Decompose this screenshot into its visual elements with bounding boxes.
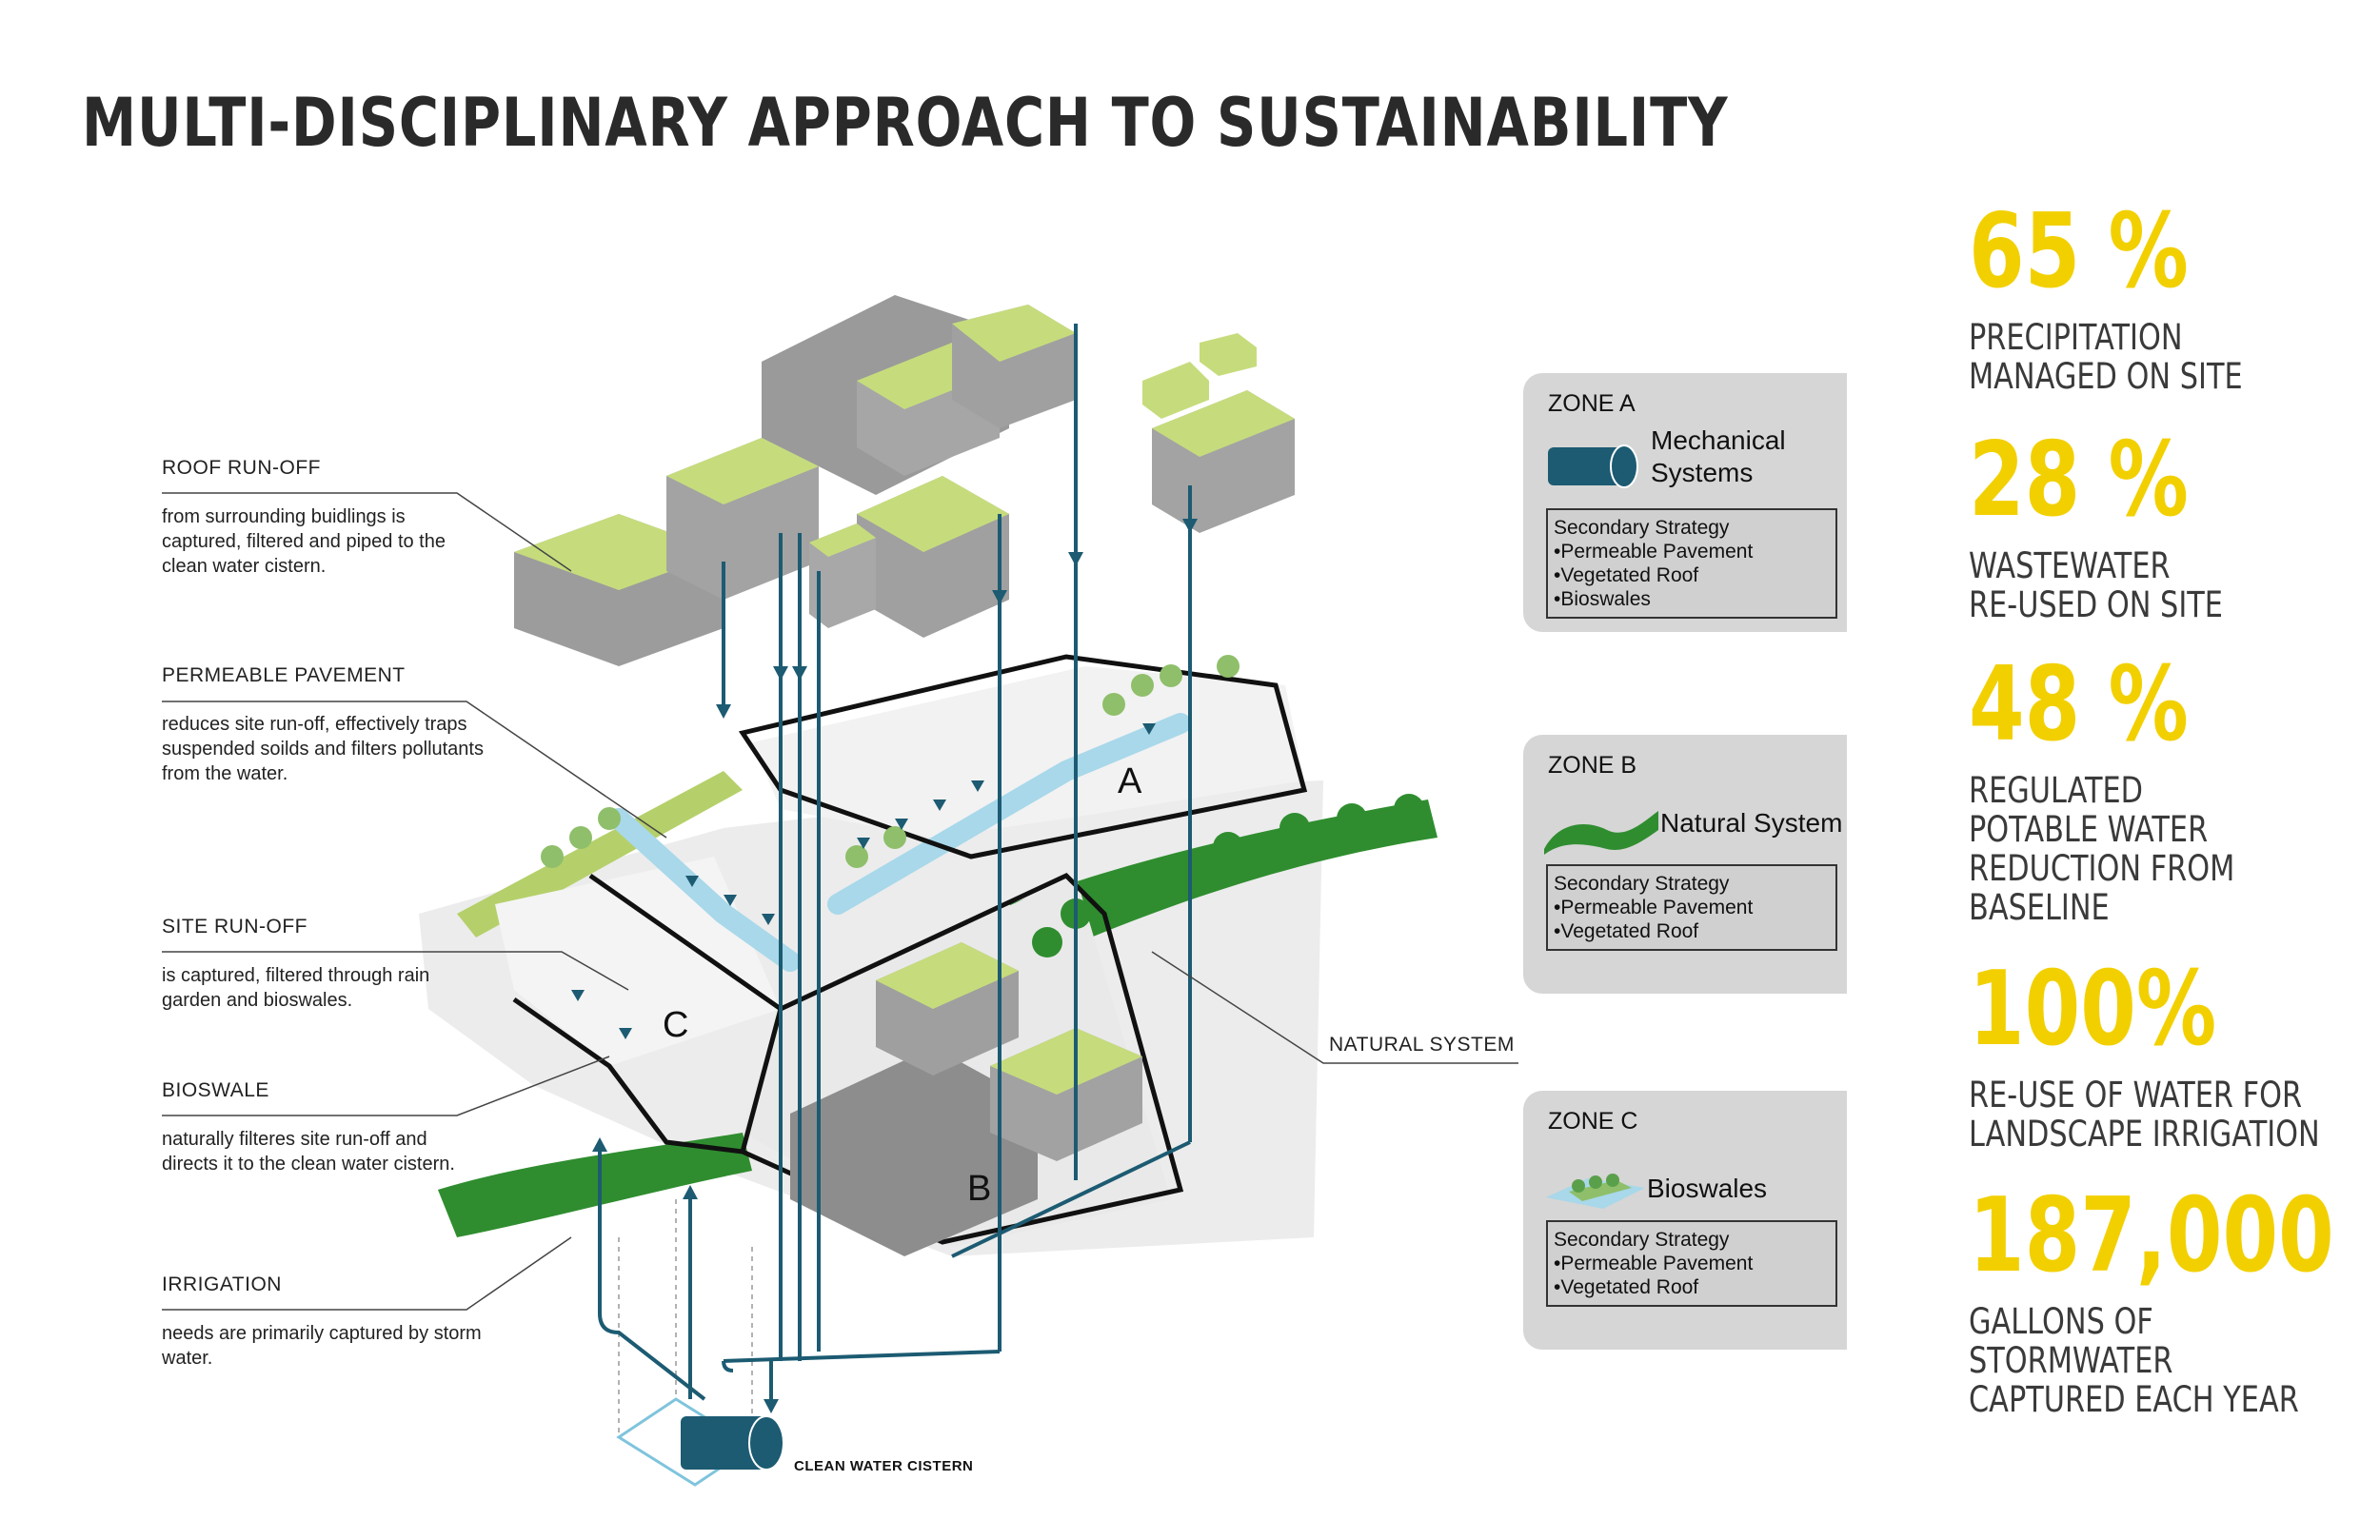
- strategy-item: Vegetated Roof: [1554, 1275, 1830, 1299]
- strategy-title: Secondary Strategy: [1554, 517, 1730, 539]
- annotation-body: reduces site run-off, effectively traps …: [162, 714, 484, 784]
- building-grey-lower: [790, 1047, 1038, 1256]
- flow-arrows: [571, 723, 1156, 1039]
- stat-label-line: RE-USE OF WATER FOR: [1969, 1075, 2303, 1116]
- stat-label: PRECIPITATION MANAGED ON SITE: [1969, 318, 2243, 396]
- stat-value: 65 %: [1969, 192, 2189, 311]
- zone-system: Mechanical Systems: [1651, 425, 1786, 487]
- bioswale-icon: [1546, 1174, 1645, 1209]
- stat-label-line: CAPTURED EACH YEAR: [1969, 1379, 2299, 1420]
- stat-label-line: REGULATED: [1969, 770, 2144, 811]
- zone-letter-a: A: [1118, 761, 1142, 801]
- trees-dark: [1032, 794, 1424, 958]
- stat-label-line: LANDSCAPE IRRIGATION: [1969, 1114, 2320, 1155]
- stat-label: REGULATED POTABLE WATER REDUCTION FROM B…: [1969, 771, 2234, 927]
- page-title: MULTI-DISCIPLINARY APPROACH TO SUSTAINAB…: [82, 84, 1729, 162]
- zone-card-a: ZONE A Mechanical Systems Secondary Stra…: [1523, 373, 1847, 632]
- annotation-body: is captured, filtered through rain garde…: [162, 965, 430, 1011]
- stat-label-line: BASELINE: [1969, 887, 2110, 928]
- natural-green-strip-lower: [438, 1133, 752, 1237]
- strategy-item: Vegetated Roof: [1554, 563, 1830, 587]
- stat-value: 28 %: [1969, 421, 2189, 540]
- stat-stormwater: 187,000 GALLONS OF STORMWATER CAPTURED E…: [1969, 1176, 2380, 1420]
- stat-value: 48 %: [1969, 645, 2189, 764]
- stat-wastewater: 28 % WASTEWATER RE-USED ON SITE: [1969, 421, 2279, 625]
- strategy-box: Secondary Strategy Permeable Pavement Ve…: [1546, 1220, 1837, 1307]
- strategy-box: Secondary Strategy Permeable Pavement Ve…: [1546, 864, 1837, 951]
- strategy-box: Secondary Strategy Permeable Pavement Ve…: [1546, 508, 1837, 619]
- strategy-title: Secondary Strategy: [1554, 873, 1730, 895]
- leader-lines: [162, 492, 1518, 1311]
- annotation-heading: BIOSWALE: [162, 1079, 269, 1101]
- green-roof-buildings: [514, 305, 1295, 1161]
- water-channel: [608, 713, 1191, 972]
- zone-system: Bioswales: [1647, 1174, 1768, 1203]
- stat-precipitation: 65 % PRECIPITATION MANAGED ON SITE: [1969, 192, 2303, 397]
- cistern-icon: [681, 1415, 784, 1471]
- strategy-item: Bioswales: [1554, 587, 1830, 611]
- annotation-heading: IRRIGATION: [162, 1273, 282, 1295]
- zone-name: ZONE B: [1548, 752, 1637, 779]
- annotation-body: naturally filteres site run-off and dire…: [162, 1129, 455, 1175]
- strategy-item: Vegetated Roof: [1554, 919, 1830, 943]
- zone-system: Natural System: [1660, 808, 1843, 838]
- strategy-item: Permeable Pavement: [1554, 896, 1830, 919]
- strategy-title: Secondary Strategy: [1554, 1229, 1730, 1251]
- zone-name: ZONE C: [1548, 1108, 1638, 1135]
- natural-system-label: NATURAL SYSTEM: [1329, 1034, 1515, 1056]
- annotation-heading: ROOF RUN-OFF: [162, 457, 321, 479]
- cistern-icon: [1548, 444, 1638, 488]
- stat-irrigation: 100% RE-USE OF WATER FOR LANDSCAPE IRRIG…: [1969, 950, 2380, 1155]
- stat-label-line: REDUCTION FROM: [1969, 848, 2235, 889]
- stat-label-line: POTABLE WATER: [1969, 809, 2209, 850]
- zone-a-outline: [738, 654, 1308, 859]
- annotation-heading: PERMEABLE PAVEMENT: [162, 664, 406, 686]
- zone-card-c: ZONE C Bioswales Secondary Strategy Perm…: [1523, 1091, 1847, 1350]
- green-wave-icon: [1544, 811, 1658, 855]
- stat-potable: 48 % REGULATED POTABLE WATER REDUCTION F…: [1969, 645, 2293, 928]
- pipe-arrows: [592, 519, 1198, 1413]
- annotation-body: from surrounding buidlings is captured, …: [162, 506, 446, 577]
- stat-label-line: MANAGED ON SITE: [1969, 356, 2243, 397]
- strategy-item: Permeable Pavement: [1554, 540, 1830, 563]
- stat-value: 187,000: [1969, 1176, 2334, 1295]
- stat-label: WASTEWATER RE-USED ON SITE: [1969, 546, 2223, 624]
- parcel-a: [752, 666, 1304, 838]
- cistern-label: CLEAN WATER CISTERN: [794, 1458, 974, 1474]
- annotation-body: needs are primarily captured by storm wa…: [162, 1323, 482, 1369]
- stat-label: RE-USE OF WATER FOR LANDSCAPE IRRIGATION: [1969, 1076, 2320, 1154]
- stat-label: GALLONS OF STORMWATER CAPTURED EACH YEAR: [1969, 1302, 2352, 1419]
- zone-letter-b: B: [967, 1169, 992, 1209]
- zone-c-outline: [512, 873, 783, 1155]
- strategy-item: Permeable Pavement: [1554, 1252, 1830, 1275]
- stat-label-line: GALLONS OF: [1969, 1301, 2153, 1342]
- stat-label-line: RE-USED ON SITE: [1969, 584, 2223, 625]
- stat-label-line: STORMWATER: [1969, 1340, 2173, 1381]
- zone-card-b: ZONE B Natural System Secondary Strategy…: [1523, 735, 1847, 994]
- green-lawn-strip: [457, 771, 743, 938]
- natural-green-strip: [1009, 800, 1438, 952]
- stat-value: 100%: [1969, 950, 2217, 1069]
- stat-label-line: WASTEWATER: [1969, 545, 2171, 586]
- zone-letter-c: C: [663, 1005, 689, 1045]
- stat-label-line: PRECIPITATION: [1969, 317, 2183, 358]
- annotation-heading: SITE RUN-OFF: [162, 916, 307, 938]
- trees: [541, 655, 1240, 868]
- zone-name: ZONE A: [1548, 390, 1636, 417]
